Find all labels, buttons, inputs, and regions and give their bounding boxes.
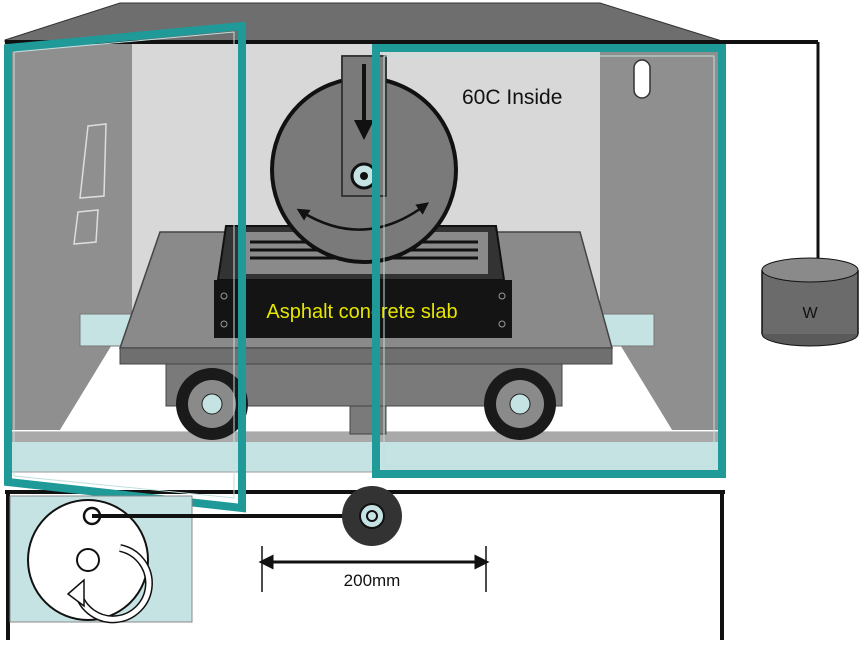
cart-wheel-left xyxy=(176,368,248,440)
weight: W xyxy=(761,257,859,347)
rotation-arrow-icon xyxy=(296,202,430,231)
crank-drive xyxy=(9,486,402,624)
weight-label: W xyxy=(802,305,818,322)
loading-wheel xyxy=(270,55,458,264)
asphalt-slab xyxy=(214,280,512,338)
temperature-label: 60C Inside xyxy=(462,86,562,109)
slab-label: Asphalt concrete slab xyxy=(266,301,457,323)
travel-label: 200mm xyxy=(344,571,401,590)
left-door xyxy=(4,21,246,513)
right-door xyxy=(372,44,726,478)
travel-dimension: 200mm xyxy=(258,546,490,592)
crank-disc xyxy=(27,499,149,621)
cart-wheel-right xyxy=(484,368,556,440)
